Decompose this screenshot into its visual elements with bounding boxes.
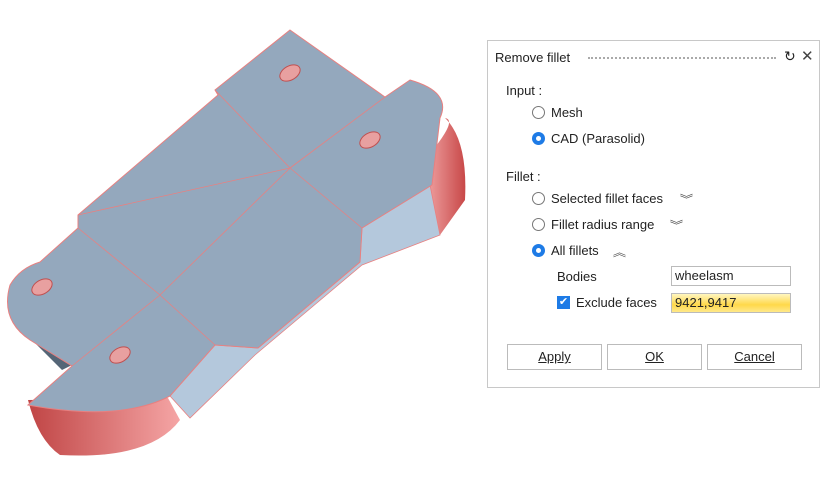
chevron-double-down-icon[interactable]: ︾ bbox=[669, 220, 684, 232]
hole bbox=[109, 346, 131, 364]
radio-cad[interactable] bbox=[532, 132, 545, 145]
cad-model bbox=[7, 29, 466, 456]
exclude-faces-checkbox[interactable]: ✔ bbox=[557, 296, 570, 309]
radio-selected-fillet-faces[interactable] bbox=[532, 192, 545, 205]
drag-handle[interactable] bbox=[588, 57, 776, 59]
fillet-face-left bbox=[28, 398, 180, 456]
radio-all-fillets[interactable] bbox=[532, 244, 545, 257]
mesh-label[interactable]: Mesh bbox=[551, 105, 583, 120]
top-face bbox=[7, 29, 444, 413]
bodies-input[interactable]: wheelasm bbox=[671, 266, 791, 286]
exclude-faces-label[interactable]: Exclude faces bbox=[576, 295, 657, 310]
ok-button[interactable]: OK bbox=[607, 344, 702, 370]
radio-mesh[interactable] bbox=[532, 106, 545, 119]
hole bbox=[279, 64, 301, 82]
reset-icon[interactable]: ↻ bbox=[784, 48, 796, 64]
chevron-double-down-icon[interactable]: ︾ bbox=[679, 194, 694, 206]
hole bbox=[359, 131, 381, 149]
dialog-title: Remove fillet bbox=[495, 50, 571, 65]
chevron-double-up-icon[interactable]: ︽ bbox=[612, 247, 627, 259]
panel-lines bbox=[71, 89, 386, 367]
cad-label[interactable]: CAD (Parasolid) bbox=[551, 131, 645, 146]
exclude-faces-input[interactable]: 9421,9417 bbox=[671, 293, 791, 313]
close-icon[interactable]: ✕ bbox=[801, 48, 814, 65]
apply-button[interactable]: Apply bbox=[507, 344, 602, 370]
fillet-label: Fillet : bbox=[506, 169, 541, 184]
hole bbox=[31, 278, 53, 296]
input-label: Input : bbox=[506, 83, 543, 98]
cancel-button[interactable]: Cancel bbox=[707, 344, 802, 370]
selected-fillet-faces-label[interactable]: Selected fillet faces bbox=[551, 191, 664, 206]
all-fillets-label[interactable]: All fillets bbox=[551, 243, 599, 258]
remove-fillet-dialog: Remove fillet ↻ ✕ Input : Mesh CAD (Para… bbox=[487, 40, 820, 388]
fillet-radius-range-label[interactable]: Fillet radius range bbox=[551, 217, 655, 232]
3d-viewport[interactable] bbox=[0, 0, 480, 487]
radio-fillet-radius-range[interactable] bbox=[532, 218, 545, 231]
bodies-label: Bodies bbox=[557, 269, 597, 284]
